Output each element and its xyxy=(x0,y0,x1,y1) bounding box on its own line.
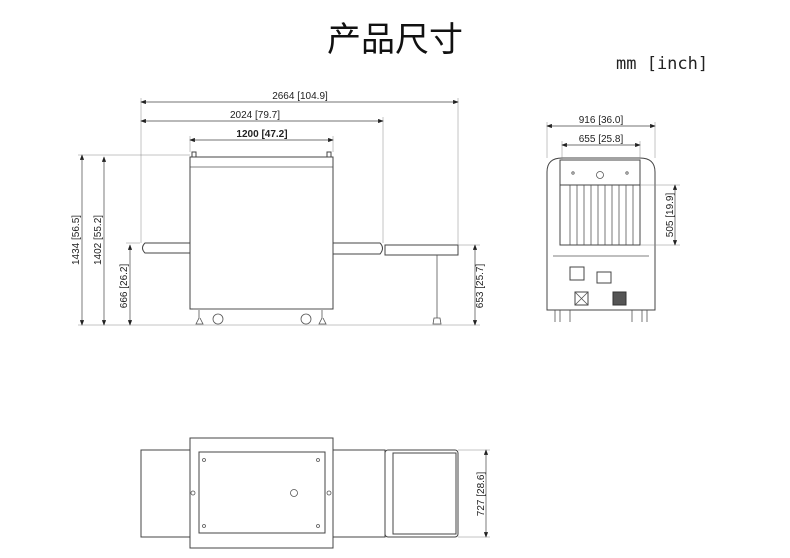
dim-conveyor-width: 727 [28.6] xyxy=(476,472,487,517)
dim-overall-height: 1434 [56.5] xyxy=(71,215,82,265)
dim-tunnel-height: 505 [19.9] xyxy=(665,193,676,238)
wheel xyxy=(212,313,224,325)
top-view: 727 [28.6] xyxy=(140,437,490,549)
dim-tunnel-width: 655 [25.8] xyxy=(579,134,624,145)
fan-icon xyxy=(574,291,589,306)
page-title: 产品尺寸 xyxy=(327,20,463,60)
dim-body-height: 1402 [55.2] xyxy=(93,215,104,265)
right-conveyor-top xyxy=(332,449,386,538)
front-view: 916 [36.0] 655 [25.8] 505 [19.9] xyxy=(546,115,680,322)
dim-body-length: 1200 [47.2] xyxy=(236,129,287,140)
dim-conveyor-length: 2024 [79.7] xyxy=(230,110,280,121)
tunnel xyxy=(559,184,641,246)
left-conveyor-top xyxy=(140,449,191,538)
dim-left-conveyor-height: 666 [26.2] xyxy=(119,264,130,309)
machine-body xyxy=(189,156,334,310)
units-label: mm [inch] xyxy=(616,54,709,74)
left-conveyor xyxy=(142,242,191,254)
right-conveyor xyxy=(332,242,383,255)
side-view: 2664 [104.9] 2024 [79.7] 1200 [47.2] 143… xyxy=(71,91,486,326)
fan-icon xyxy=(612,291,627,306)
wheel xyxy=(300,313,312,325)
dim-overall-width: 916 [36.0] xyxy=(579,115,624,126)
dim-right-conveyor-height: 653 [25.7] xyxy=(475,264,486,309)
conveyor-extension xyxy=(384,244,459,256)
dim-overall-length: 2664 [104.9] xyxy=(272,91,328,102)
